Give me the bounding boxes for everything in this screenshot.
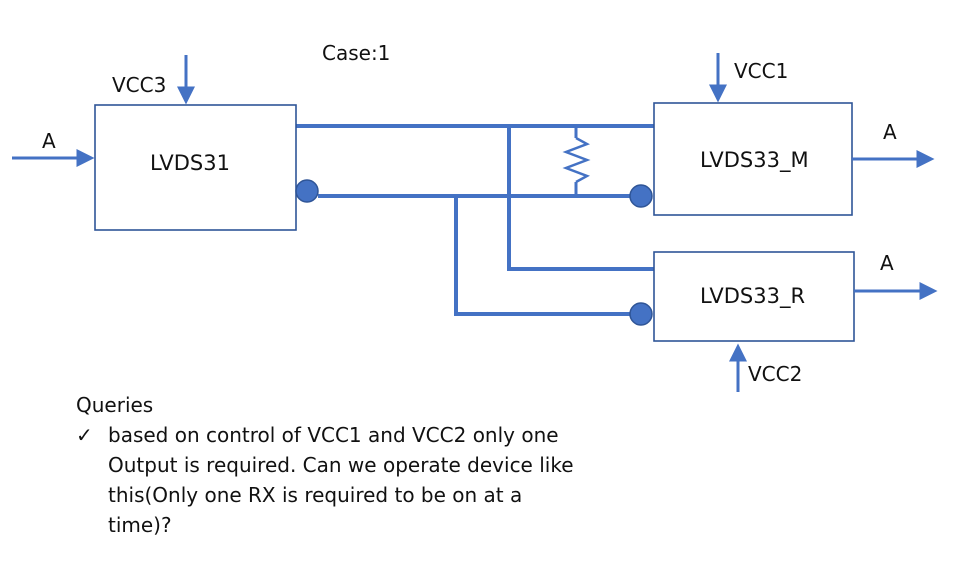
output-main-label: A [883, 120, 897, 144]
inversion-bubble-main-icon [629, 184, 653, 208]
block-lvds33-r-label: LVDS33_R [700, 284, 805, 309]
block-lvds33-r [653, 251, 855, 342]
vcc1-label: VCC1 [734, 59, 788, 83]
output-redundant-label: A [880, 251, 894, 275]
case-label: Case:1 [322, 41, 390, 65]
list-item: ✓ based on control of VCC1 and VCC2 only… [76, 420, 596, 540]
inversion-bubble-driver-icon [295, 179, 319, 203]
vcc3-label: VCC3 [112, 73, 166, 97]
wire-positive-branch [507, 126, 654, 271]
termination-resistor-icon [562, 136, 591, 184]
checkmark-icon: ✓ [76, 423, 93, 447]
block-lvds31-label: LVDS31 [150, 151, 230, 175]
block-lvds33-m-label: LVDS33_M [700, 148, 809, 173]
vcc2-label: VCC2 [748, 362, 802, 386]
wire-negative-branch [454, 196, 630, 316]
block-lvds33-m [653, 102, 853, 216]
input-label: A [42, 129, 56, 153]
wires [296, 124, 654, 316]
queries-title: Queries [76, 393, 154, 417]
queries-section: Queries ✓ based on control of VCC1 and V… [76, 390, 596, 540]
block-lvds31 [94, 104, 297, 231]
query-text: based on control of VCC1 and VCC2 only o… [108, 423, 574, 537]
inversion-bubble-redundant-icon [629, 302, 653, 326]
